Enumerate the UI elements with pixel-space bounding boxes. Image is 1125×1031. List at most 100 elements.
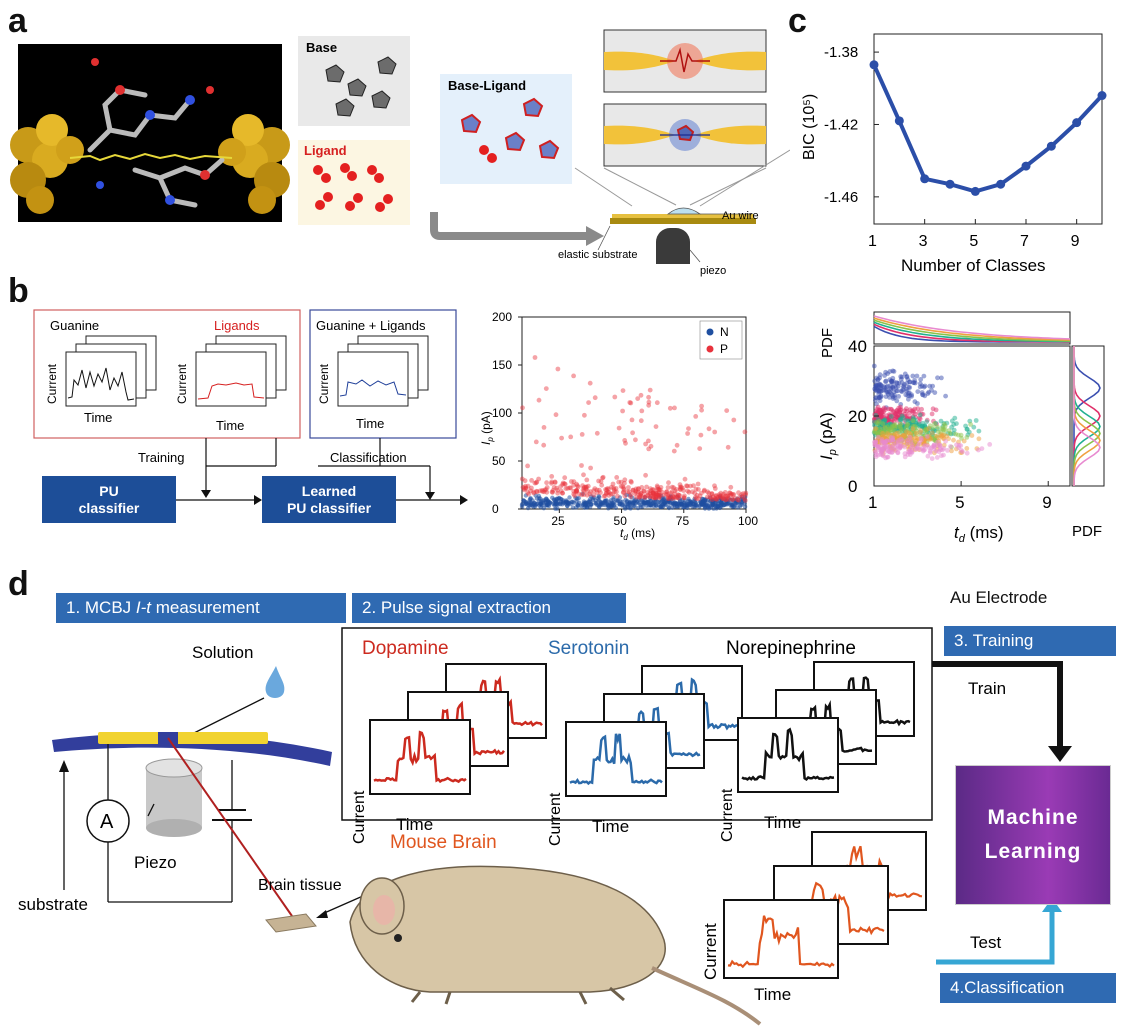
point-p <box>673 494 679 500</box>
c-ytick-label: -1.42 <box>824 116 858 133</box>
point-p <box>641 489 647 494</box>
point-p <box>555 366 561 372</box>
cluster-point <box>949 448 954 454</box>
point-p <box>534 489 540 495</box>
point-p <box>625 489 630 495</box>
panel-b-schematic: Guanine Ligands Guanine + Ligands Curren… <box>33 309 468 505</box>
point-p <box>675 492 681 498</box>
b-xtick-label: 75 <box>676 514 690 528</box>
point-p <box>630 430 635 436</box>
point-p <box>638 392 644 398</box>
point-p <box>606 486 611 492</box>
point-p <box>559 490 565 496</box>
point-p <box>559 435 564 441</box>
point-n <box>650 501 655 506</box>
point-n <box>637 501 642 506</box>
norepinephrine-time-axis: Time <box>764 813 801 832</box>
dopamine-time-axis: Time <box>396 815 433 834</box>
train-arrow <box>932 661 1063 748</box>
junction-base-left-tip <box>604 51 676 71</box>
point-p <box>653 495 659 500</box>
cluster-point <box>876 389 882 395</box>
point-n <box>673 500 678 506</box>
point-p <box>611 485 616 491</box>
point-p <box>682 493 687 499</box>
cluster-point <box>939 375 944 381</box>
point-p <box>715 494 721 500</box>
point-p <box>621 487 627 492</box>
point-n <box>639 497 644 503</box>
point-n <box>617 495 623 500</box>
cluster-point <box>935 424 940 430</box>
base-ligand-label: Base-Ligand <box>448 78 526 93</box>
point-n <box>611 495 616 500</box>
mouse-brain-label: Mouse Brain <box>390 832 497 853</box>
step4-banner: 4.Classification <box>940 973 1116 1003</box>
cluster-point <box>915 443 920 449</box>
panel-label-a: a <box>8 2 27 40</box>
point-p <box>529 485 534 491</box>
point-p <box>610 491 616 497</box>
b-xtick-label: 50 <box>614 514 628 528</box>
point-n <box>590 496 595 501</box>
cluster-point <box>935 375 940 381</box>
cluster-point <box>929 456 935 461</box>
cluster-point <box>888 414 894 419</box>
point-p <box>634 490 639 495</box>
point-p <box>611 487 617 492</box>
machine-learning-box: Machine Learning <box>955 765 1111 905</box>
cluster-point <box>932 421 937 427</box>
point-p <box>612 394 618 400</box>
bic-point <box>970 186 980 196</box>
point-p <box>537 488 543 494</box>
point-p <box>665 492 671 497</box>
point-p <box>728 484 734 490</box>
point-p <box>585 483 591 489</box>
point-p <box>604 487 610 493</box>
point-p <box>732 495 738 501</box>
point-p <box>582 484 588 490</box>
point-p <box>727 490 732 496</box>
cluster-point <box>934 455 940 460</box>
point-p <box>742 498 748 503</box>
cluster-point <box>909 444 915 450</box>
point-p <box>709 497 715 503</box>
point-n <box>653 503 659 508</box>
point-p <box>673 487 679 492</box>
point-n <box>710 500 716 506</box>
cluster-point <box>928 450 933 455</box>
point-p <box>670 494 676 499</box>
point-n <box>705 497 711 503</box>
point-p <box>679 485 685 491</box>
point-p <box>536 397 542 403</box>
point-p <box>583 484 589 490</box>
point-p <box>699 407 704 413</box>
c-ytick-label: -1.38 <box>824 44 858 61</box>
point-n <box>576 500 582 505</box>
c-xlabel: Number of Classes <box>901 256 1046 275</box>
step3-text: 3. Training <box>954 631 1034 650</box>
point-p <box>544 485 550 490</box>
point-n <box>629 495 635 500</box>
cluster-point <box>971 424 977 430</box>
cluster-point <box>930 425 936 431</box>
cluster-point <box>883 379 888 385</box>
point-p <box>688 483 693 489</box>
point-p <box>725 493 730 499</box>
cluster-point <box>947 431 953 436</box>
point-p <box>532 355 538 360</box>
point-n <box>553 506 558 511</box>
point-p <box>623 440 628 446</box>
point-p <box>730 497 735 503</box>
cluster-point <box>875 452 881 458</box>
cluster-point <box>953 431 958 437</box>
point-p <box>724 493 730 499</box>
point-p <box>520 484 526 490</box>
cluster-point <box>873 426 878 431</box>
bic-point <box>1021 161 1031 171</box>
point-p <box>655 487 660 492</box>
c-xtick-label: 7 <box>1020 233 1029 250</box>
b-legend: N P <box>699 320 743 360</box>
point-p <box>717 494 723 500</box>
point-p <box>531 489 537 495</box>
